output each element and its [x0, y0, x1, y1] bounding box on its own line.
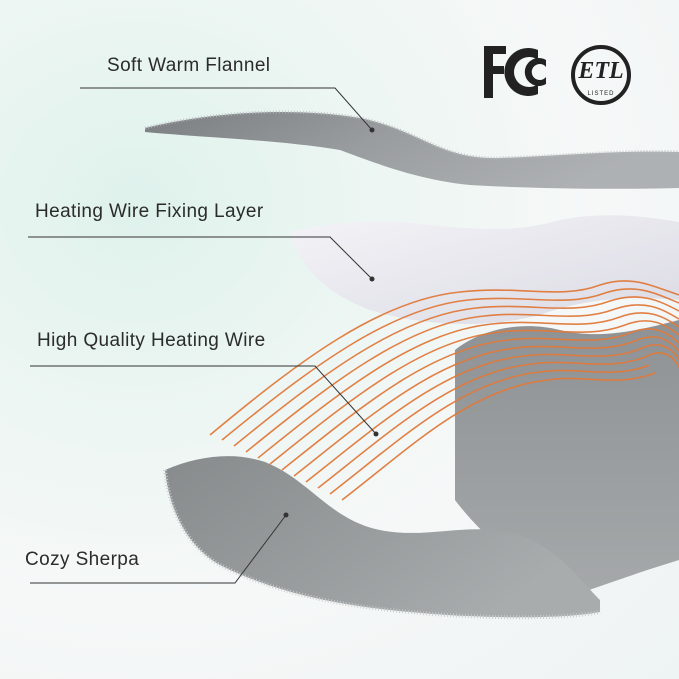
- leader-lines: [28, 87, 377, 584]
- heating-wire: [209, 280, 679, 501]
- fcc-logo-icon: [482, 44, 554, 105]
- leader-line-wire: [30, 365, 377, 435]
- fixing-layer: [290, 215, 679, 325]
- leader-dots: [283, 127, 379, 518]
- flannel-layer: [145, 112, 679, 189]
- leader-line-flannel: [80, 87, 373, 131]
- leader-line-sherpa: [30, 514, 287, 584]
- leader-line-fixing: [28, 236, 373, 280]
- label-cozy-sherpa: Cozy Sherpa: [25, 549, 140, 570]
- label-high-quality-heating-wire: High Quality Heating Wire: [37, 330, 266, 351]
- label-heating-wire-fixing-layer: Heating Wire Fixing Layer: [35, 201, 264, 222]
- sherpa-layer: [165, 456, 600, 618]
- label-soft-warm-flannel: Soft Warm Flannel: [107, 55, 271, 76]
- sherpa-body: [455, 320, 679, 600]
